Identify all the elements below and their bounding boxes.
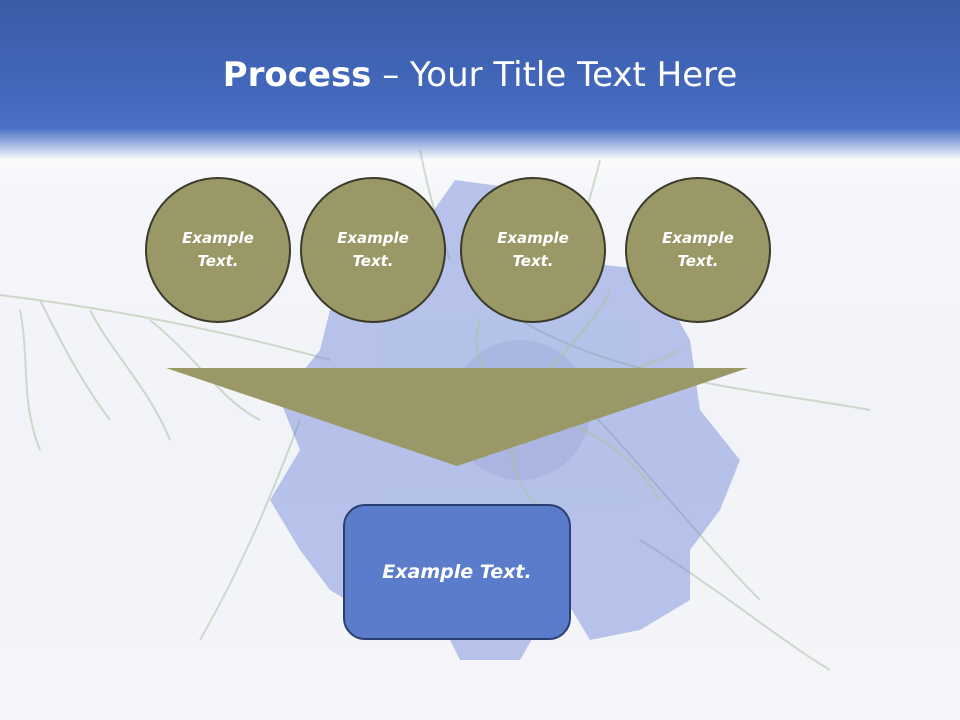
result-label: Example Text.	[382, 561, 532, 583]
process-step-4-label: Example Text.	[662, 229, 734, 270]
process-step-3-circle[interactable]: Example Text.	[460, 177, 606, 323]
process-step-4-circle[interactable]: Example Text.	[625, 177, 771, 323]
title-rest-part: – Your Title Text Here	[371, 55, 738, 95]
funnel-arrow	[166, 368, 748, 466]
process-step-1-label: Example Text.	[182, 229, 254, 270]
result-box[interactable]: Example Text.	[343, 504, 571, 640]
process-step-2-circle[interactable]: Example Text.	[300, 177, 446, 323]
title-banner	[0, 0, 960, 190]
process-step-2-label: Example Text.	[337, 229, 409, 270]
process-step-3-label: Example Text.	[497, 229, 569, 270]
process-step-1-circle[interactable]: Example Text.	[145, 177, 291, 323]
slide-title: Process – Your Title Text Here	[0, 52, 960, 98]
title-bold-part: Process	[222, 55, 372, 95]
